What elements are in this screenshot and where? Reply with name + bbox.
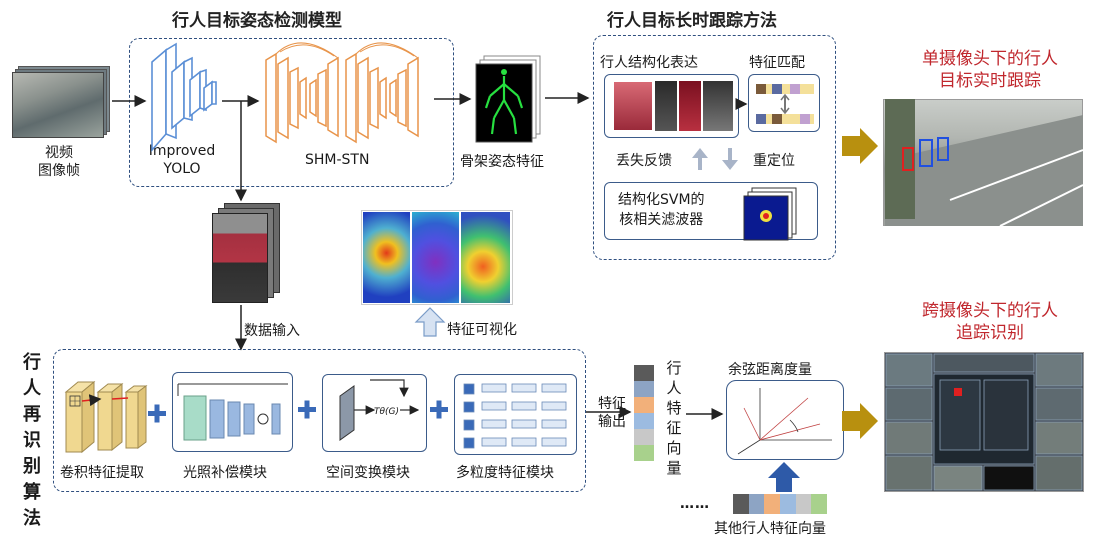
yolo-network-icon [151, 42, 217, 153]
tracking-method-box [593, 35, 836, 260]
single-camera-title: 单摄像头下的行人目标实时跟踪 [922, 49, 1058, 91]
multi-granularity-label: 多粒度特征模块 [456, 465, 554, 481]
reid-algorithm-title: 行人再识别算法 [23, 352, 41, 529]
loss-feedback-arrow [692, 148, 708, 170]
spatial-transform-label: 空间变换模块 [326, 465, 410, 481]
svm-filter-icon [743, 187, 797, 241]
other-vectors-bar [733, 494, 828, 514]
feature-matching-icon [756, 84, 814, 124]
svm-filter-label: 结构化SVM的核相关滤波器 [618, 192, 705, 228]
other-vectors-label: 其他行人特征向量 [714, 521, 826, 537]
gold-arrow-cross-camera [842, 403, 878, 439]
video-frames-stack [12, 66, 112, 144]
skeleton-feature-icon [475, 55, 541, 143]
spatial-transform-icon [339, 379, 420, 441]
shm-stn-label: SHM-STN [305, 152, 370, 168]
loss-feedback-label: 丢失反馈 [616, 153, 672, 169]
skeleton-feature-label: 骨架姿态特征 [460, 154, 544, 170]
feature-vector-bar [634, 365, 654, 461]
structured-repr-box [604, 74, 739, 138]
detection-model-box [129, 38, 454, 187]
plus-icons [148, 400, 448, 423]
cosine-distance-label: 余弦距离度量 [728, 362, 812, 378]
single-camera-scene-details [885, 99, 1084, 227]
conv-feature-label: 卷积特征提取 [60, 465, 144, 481]
tracking-method-title: 行人目标长时跟踪方法 [607, 11, 777, 31]
cosine-distance-box [726, 380, 844, 460]
relocate-label: 重定位 [753, 153, 795, 169]
video-frames-label: 视频图像帧 [38, 145, 80, 179]
gold-arrow-single-camera [842, 128, 878, 164]
illumination-label: 光照补偿模块 [183, 465, 267, 481]
cross-camera-scene-details [885, 353, 1083, 491]
shm-stn-network-icon [265, 42, 419, 144]
data-input-label: 数据输入 [244, 323, 300, 339]
structured-repr-label: 行人结构化表达 [600, 55, 698, 71]
conv-feature-icon [64, 380, 148, 454]
heatmap-group [361, 210, 513, 305]
feature-matching-label: 特征匹配 [749, 55, 805, 71]
detection-model-title: 行人目标姿态检测模型 [172, 11, 342, 31]
feature-visualization-arrow [414, 307, 446, 337]
illumination-module-icon [177, 383, 288, 441]
other-vectors-arrow [768, 462, 800, 492]
cross-camera-title: 跨摄像头下的行人追踪识别 [922, 301, 1058, 343]
multi-granularity-icon [463, 383, 567, 449]
person-crop-stack [212, 203, 284, 305]
reid-algorithm-box [53, 349, 586, 492]
feature-vector-label: 行人特征向量 [666, 359, 682, 477]
relocate-arrow [722, 148, 738, 170]
feature-output-label: 特征输出 [598, 396, 626, 430]
cosine-distance-icon [737, 388, 832, 455]
feature-visualization-label: 特征可视化 [447, 322, 517, 338]
ellipsis: …… [680, 496, 710, 512]
transform-formula: Tθ(G) [374, 407, 400, 417]
